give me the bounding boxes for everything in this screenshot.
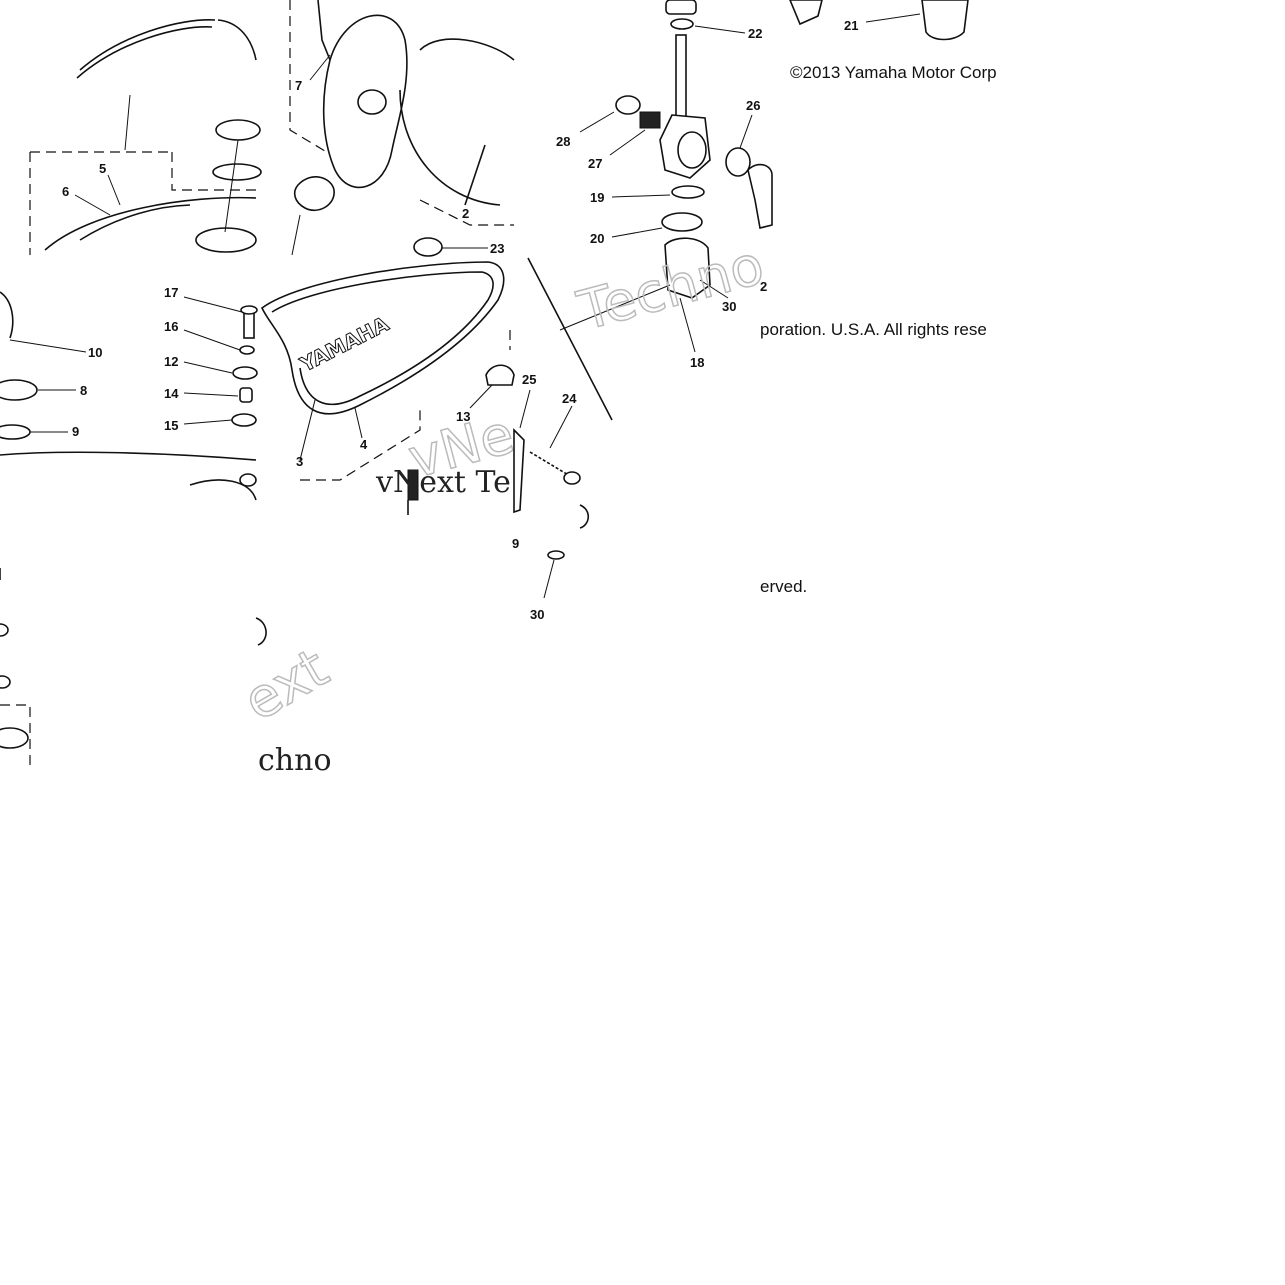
watermark-chno: chno xyxy=(258,743,332,778)
cap-gasket xyxy=(212,163,262,181)
damper-15 xyxy=(231,413,257,427)
tank-top-outline xyxy=(44,196,257,251)
callout-22: 22 xyxy=(748,26,762,41)
callout-18: 18 xyxy=(690,355,704,370)
callout-7: 7 xyxy=(295,78,302,93)
tank-bottom-edge xyxy=(527,257,613,421)
tile-cap-lock: 10 8 9 xyxy=(0,291,267,770)
callout-15: 15 xyxy=(164,418,178,433)
tile-fuel-cap: 5 6 xyxy=(29,19,262,255)
filter-pipe xyxy=(675,34,687,121)
cock-mount-bracket xyxy=(513,428,525,514)
screw-24 xyxy=(529,451,571,477)
callout-14: 14 xyxy=(164,386,179,401)
callout-21: 21 xyxy=(844,18,858,33)
callout-28: 28 xyxy=(556,134,570,149)
collar-14 xyxy=(239,387,253,403)
damper-rubber xyxy=(293,176,335,212)
lever-plate xyxy=(725,147,751,177)
emblem-grommet xyxy=(357,89,387,115)
washer-16 xyxy=(239,345,255,355)
cup-o-ring xyxy=(670,18,694,30)
callout-8: 8 xyxy=(80,383,87,398)
callout-26: 26 xyxy=(746,98,760,113)
cap-lock-gear xyxy=(0,379,38,401)
tank-side-emblem-panel xyxy=(260,261,505,415)
callout-9: 9 xyxy=(72,424,79,439)
cap-lock-washer xyxy=(0,424,31,440)
callout-10: 10 xyxy=(88,345,102,360)
fuel-hose-end xyxy=(789,0,823,26)
nut-23 xyxy=(413,237,443,257)
callout-13: 13 xyxy=(456,409,470,424)
callout-25: 25 xyxy=(522,372,536,387)
lever-spring xyxy=(639,111,661,129)
callout-30a: 30 xyxy=(722,299,736,314)
cock-cover xyxy=(747,163,773,229)
callout-6: 6 xyxy=(62,184,69,199)
fuel-hose-clamp xyxy=(921,0,969,41)
clip-30 xyxy=(547,550,565,560)
callout-12: 12 xyxy=(164,354,178,369)
damper-13 xyxy=(485,364,515,386)
tank-side-outline xyxy=(419,38,515,61)
damper-12 xyxy=(232,366,258,380)
copyright-line-2: poration. U.S.A. All rights rese xyxy=(760,320,987,339)
watermark-vnext-te: vNext Te xyxy=(375,465,511,500)
callout-5: 5 xyxy=(99,161,106,176)
cock-gasket xyxy=(661,212,703,232)
callout-24: 24 xyxy=(562,391,577,406)
callout-20: 20 xyxy=(590,231,604,246)
copyright-line-3: erved. xyxy=(760,577,807,596)
callout-27: 27 xyxy=(588,156,602,171)
callout-30b: 30 xyxy=(530,607,544,622)
callout-9b: 9 xyxy=(512,536,519,551)
tank-mount-outline xyxy=(0,451,257,461)
callout-4: 4 xyxy=(360,437,368,452)
vent-hose-right xyxy=(217,19,257,61)
cock-stud xyxy=(407,469,419,501)
cock-seat xyxy=(664,237,711,299)
copyright-line-1: ©2013 Yamaha Motor Corp xyxy=(790,63,997,82)
callout-17: 17 xyxy=(164,285,178,300)
strainer-cup xyxy=(665,0,697,15)
watermark-ext: ext xyxy=(233,636,338,733)
filler-neck xyxy=(195,227,257,253)
lever-knob xyxy=(615,95,641,115)
tile-knee-pad: 7 2 xyxy=(289,0,515,256)
cap-assembly-box xyxy=(29,151,256,255)
tile-cock-mount: 25 24 9 30 xyxy=(512,372,590,622)
tile-fuel-cock: 22 28 27 26 19 20 30 18 2 21 ©2013 Yamah… xyxy=(527,0,997,421)
svg-text:2: 2 xyxy=(760,279,767,294)
callout-16: 16 xyxy=(164,319,178,334)
vent-hose-upper xyxy=(79,19,216,71)
tile-tank-decal: 17 16 12 14 15 YAMAHA 3 4 23 13 vNe vNex… xyxy=(164,237,521,515)
cock-packing xyxy=(671,185,705,199)
cap-gear-ring xyxy=(215,119,261,141)
breather-hose xyxy=(0,291,14,339)
callout-2: 2 xyxy=(462,206,469,221)
callout-23: 23 xyxy=(490,241,504,256)
callout-19: 19 xyxy=(590,190,604,205)
callout-3: 3 xyxy=(296,454,303,469)
